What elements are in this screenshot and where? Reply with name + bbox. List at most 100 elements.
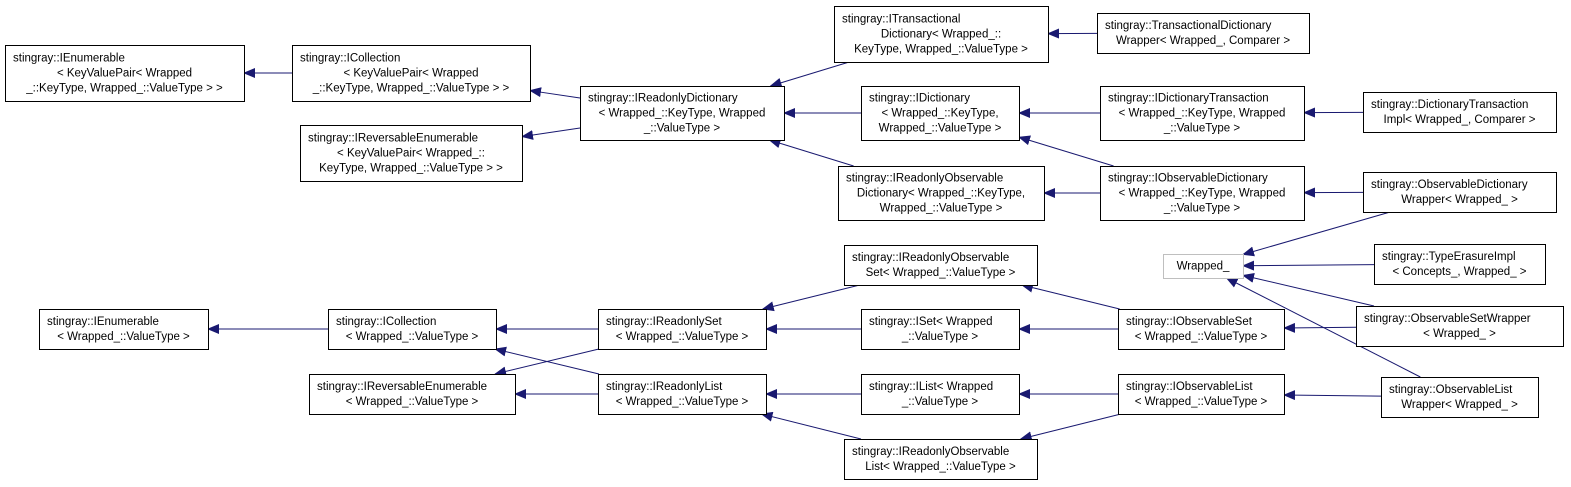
class-node-box [309, 374, 516, 415]
class-node-label-line: stingray::ObservableDictionary [1371, 179, 1528, 191]
class-node-box [1100, 166, 1305, 221]
class-node-label-line: _::ValueType > [1163, 203, 1240, 215]
class-node-box [328, 309, 497, 350]
class-node-iroset[interactable]: stingray::IReadonlySet< Wrapped_::ValueT… [598, 309, 767, 350]
class-node-label-line: _::ValueType > [901, 396, 978, 408]
class-node-icoll_vt[interactable]: stingray::ICollection< Wrapped_::ValueTy… [328, 309, 497, 350]
class-node-ienum_vt[interactable]: stingray::IEnumerable< Wrapped_::ValueTy… [39, 309, 209, 350]
class-node-label-line: Wrapped_ [1177, 261, 1230, 273]
class-node-iset[interactable]: stingray::ISet< Wrapped_::ValueType > [861, 309, 1020, 350]
class-node-box [838, 166, 1045, 221]
class-node-box [861, 374, 1020, 415]
class-node-box [598, 374, 767, 415]
edge-typeerasure-to-wrapped [1242, 260, 1375, 271]
edge-itransdict-to-ireadonlydict [769, 61, 850, 88]
class-node-label-line: stingray::IReadonlyDictionary [588, 93, 738, 105]
class-node-label-line: stingray::IReadonlySet [606, 316, 723, 328]
class-node-box [292, 45, 531, 102]
class-node-box [1356, 306, 1564, 347]
class-node-ienum_kvp[interactable]: stingray::IEnumerable< KeyValuePair< Wra… [5, 45, 245, 102]
class-node-label-line: List< Wrapped_::ValueType > [865, 461, 1016, 473]
class-node-icoll_kvp[interactable]: stingray::ICollection< KeyValuePair< Wra… [292, 45, 531, 102]
class-node-label-line: < Wrapped_::KeyType, [881, 108, 998, 120]
class-node-iobslist[interactable]: stingray::IObservableList< Wrapped_::Val… [1118, 374, 1285, 415]
class-node-label-line: stingray::IDictionary [869, 93, 970, 105]
class-node-label-line: stingray::IDictionaryTransaction [1108, 93, 1269, 105]
class-node-obssetwrapper[interactable]: stingray::ObservableSetWrapper< Wrapped_… [1356, 306, 1564, 347]
class-node-label-line: < KeyValuePair< Wrapped_:: [337, 148, 485, 160]
class-node-label-line: < Wrapped_::ValueType > [57, 331, 190, 343]
class-node-box [1097, 13, 1310, 54]
class-node-ilist[interactable]: stingray::IList< Wrapped_::ValueType > [861, 374, 1020, 415]
class-node-label-line: stingray::TransactionalDictionary [1105, 20, 1272, 32]
class-node-label-line: Wrapped_::ValueType > [879, 123, 1002, 135]
class-node-box [1118, 374, 1285, 415]
class-node-box [300, 125, 523, 182]
class-node-label-line: Impl< Wrapped_, Comparer > [1384, 114, 1536, 126]
class-node-label-line: < Wrapped_::ValueType > [1135, 331, 1268, 343]
class-node-box [861, 86, 1020, 141]
class-node-wrapped[interactable]: Wrapped_ [1163, 254, 1244, 279]
class-node-label-line: _::KeyType, Wrapped_::ValueType > > [25, 83, 223, 95]
class-node-irevenum_vt[interactable]: stingray::IReversableEnumerable< Wrapped… [309, 374, 516, 415]
edges-layer [207, 28, 1421, 442]
class-node-label-line: Wrapper< Wrapped_, Comparer > [1116, 35, 1290, 47]
class-node-label-line: < Wrapped_::ValueType > [616, 331, 749, 343]
class-node-label-line: < KeyValuePair< Wrapped [343, 68, 478, 80]
class-node-box [580, 86, 785, 141]
class-node-label-line: stingray::IEnumerable [13, 53, 125, 65]
class-node-label-line: Wrapper< Wrapped_ > [1401, 399, 1518, 411]
class-node-label-line: _::KeyType, Wrapped_::ValueType > > [312, 83, 510, 95]
class-node-box [39, 309, 209, 350]
edge-iobsset-to-iroobsset [1020, 282, 1120, 310]
class-node-label-line: stingray::ObservableSetWrapper [1364, 313, 1531, 325]
class-node-label-line: < Wrapped_::KeyType, Wrapped [599, 108, 766, 120]
edge-obslistwrapper-to-iobslist [1283, 390, 1382, 401]
edge-obssetwrapper-to-wrapped [1242, 272, 1375, 307]
class-node-iobsdict[interactable]: stingray::IObservableDictionary< Wrapped… [1100, 166, 1305, 221]
class-node-label-line: < Wrapped_::KeyType, Wrapped [1119, 188, 1286, 200]
class-node-label-line: stingray::ICollection [336, 316, 436, 328]
class-node-label-line: < Wrapped_::KeyType, Wrapped [1119, 108, 1286, 120]
class-node-label-line: stingray::IReadonlyObservable [852, 252, 1009, 264]
class-node-box [1374, 244, 1546, 285]
class-node-iobsset[interactable]: stingray::IObservableSet< Wrapped_::Valu… [1118, 309, 1285, 350]
class-node-box [598, 309, 767, 350]
class-node-ireadonlydict[interactable]: stingray::IReadonlyDictionary< Wrapped_:… [580, 86, 785, 141]
class-node-transdictwrapper[interactable]: stingray::TransactionalDictionaryWrapper… [1097, 13, 1310, 54]
class-node-label-line: Dictionary< Wrapped_::KeyType, [857, 188, 1025, 200]
class-node-idict[interactable]: stingray::IDictionary< Wrapped_::KeyType… [861, 86, 1020, 141]
class-node-label-line: Set< Wrapped_::ValueType > [866, 267, 1016, 279]
edge-iroobsset-to-iroset [761, 284, 860, 312]
class-node-label-line: Wrapper< Wrapped_ > [1401, 194, 1518, 206]
edge-iroobslist-to-irolist [760, 411, 862, 440]
edge-obssetwrapper-to-iobsset [1283, 322, 1357, 333]
class-node-iroobsdict[interactable]: stingray::IReadonlyObservableDictionary<… [838, 166, 1045, 221]
class-node-box [1100, 86, 1305, 141]
class-node-label-line: _::ValueType > [1163, 123, 1240, 135]
edge-obsdictwrapper-to-wrapped [1242, 211, 1391, 257]
class-node-label-line: < Wrapped_::ValueType > [1135, 396, 1268, 408]
class-node-typeerasure[interactable]: stingray::TypeErasureImpl< Concepts_, Wr… [1374, 244, 1546, 285]
class-node-irolist[interactable]: stingray::IReadonlyList< Wrapped_::Value… [598, 374, 767, 415]
class-node-label-line: _::ValueType > [901, 331, 978, 343]
class-node-label-line: KeyType, Wrapped_::ValueType > [854, 44, 1028, 56]
class-node-irevenum_kvp[interactable]: stingray::IReversableEnumerable< KeyValu… [300, 125, 523, 182]
class-node-label-line: Dictionary< Wrapped_:: [881, 29, 1001, 41]
class-node-idicttrans[interactable]: stingray::IDictionaryTransaction< Wrappe… [1100, 86, 1305, 141]
edge-iobslist-to-iroobslist [1019, 413, 1121, 442]
class-node-label-line: stingray::ObservableList [1389, 384, 1513, 396]
class-node-box [1363, 92, 1557, 133]
class-node-label-line: stingray::IReadonlyObservable [852, 446, 1009, 458]
class-node-box [1163, 254, 1244, 279]
class-node-label-line: < KeyValuePair< Wrapped [57, 68, 192, 80]
class-node-label-line: stingray::IObservableDictionary [1108, 173, 1268, 185]
class-node-label-line: stingray::ICollection [300, 53, 400, 65]
